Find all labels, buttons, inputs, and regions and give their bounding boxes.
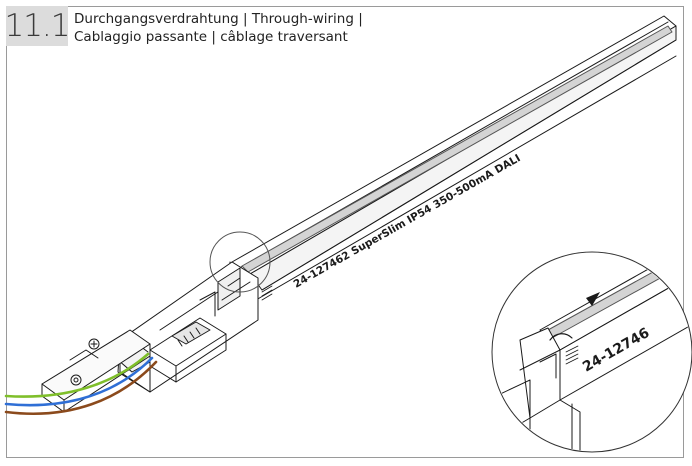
magnifier-circle: [209, 231, 271, 293]
detail-view: [491, 251, 692, 453]
wire-brown: [4, 360, 158, 416]
direction-arrow-icon: [586, 292, 600, 306]
led-strip: [241, 25, 673, 273]
profile-markings: [261, 285, 579, 365]
wire-blue: [4, 356, 154, 407]
supply-cable: [4, 352, 158, 416]
mounting-base: [41, 329, 151, 413]
step-title-line-1: Durchgangsverdrahtung | Through-wiring |: [74, 11, 363, 27]
step-title: Durchgangsverdrahtung | Through-wiring |…: [74, 10, 363, 46]
step-number: 11.1: [4, 8, 70, 44]
step-title-line-2: Cablaggio passante | câblage traversant: [74, 29, 348, 45]
step-badge: 11.1: [4, 6, 71, 46]
wire-green-yellow: [4, 352, 150, 398]
